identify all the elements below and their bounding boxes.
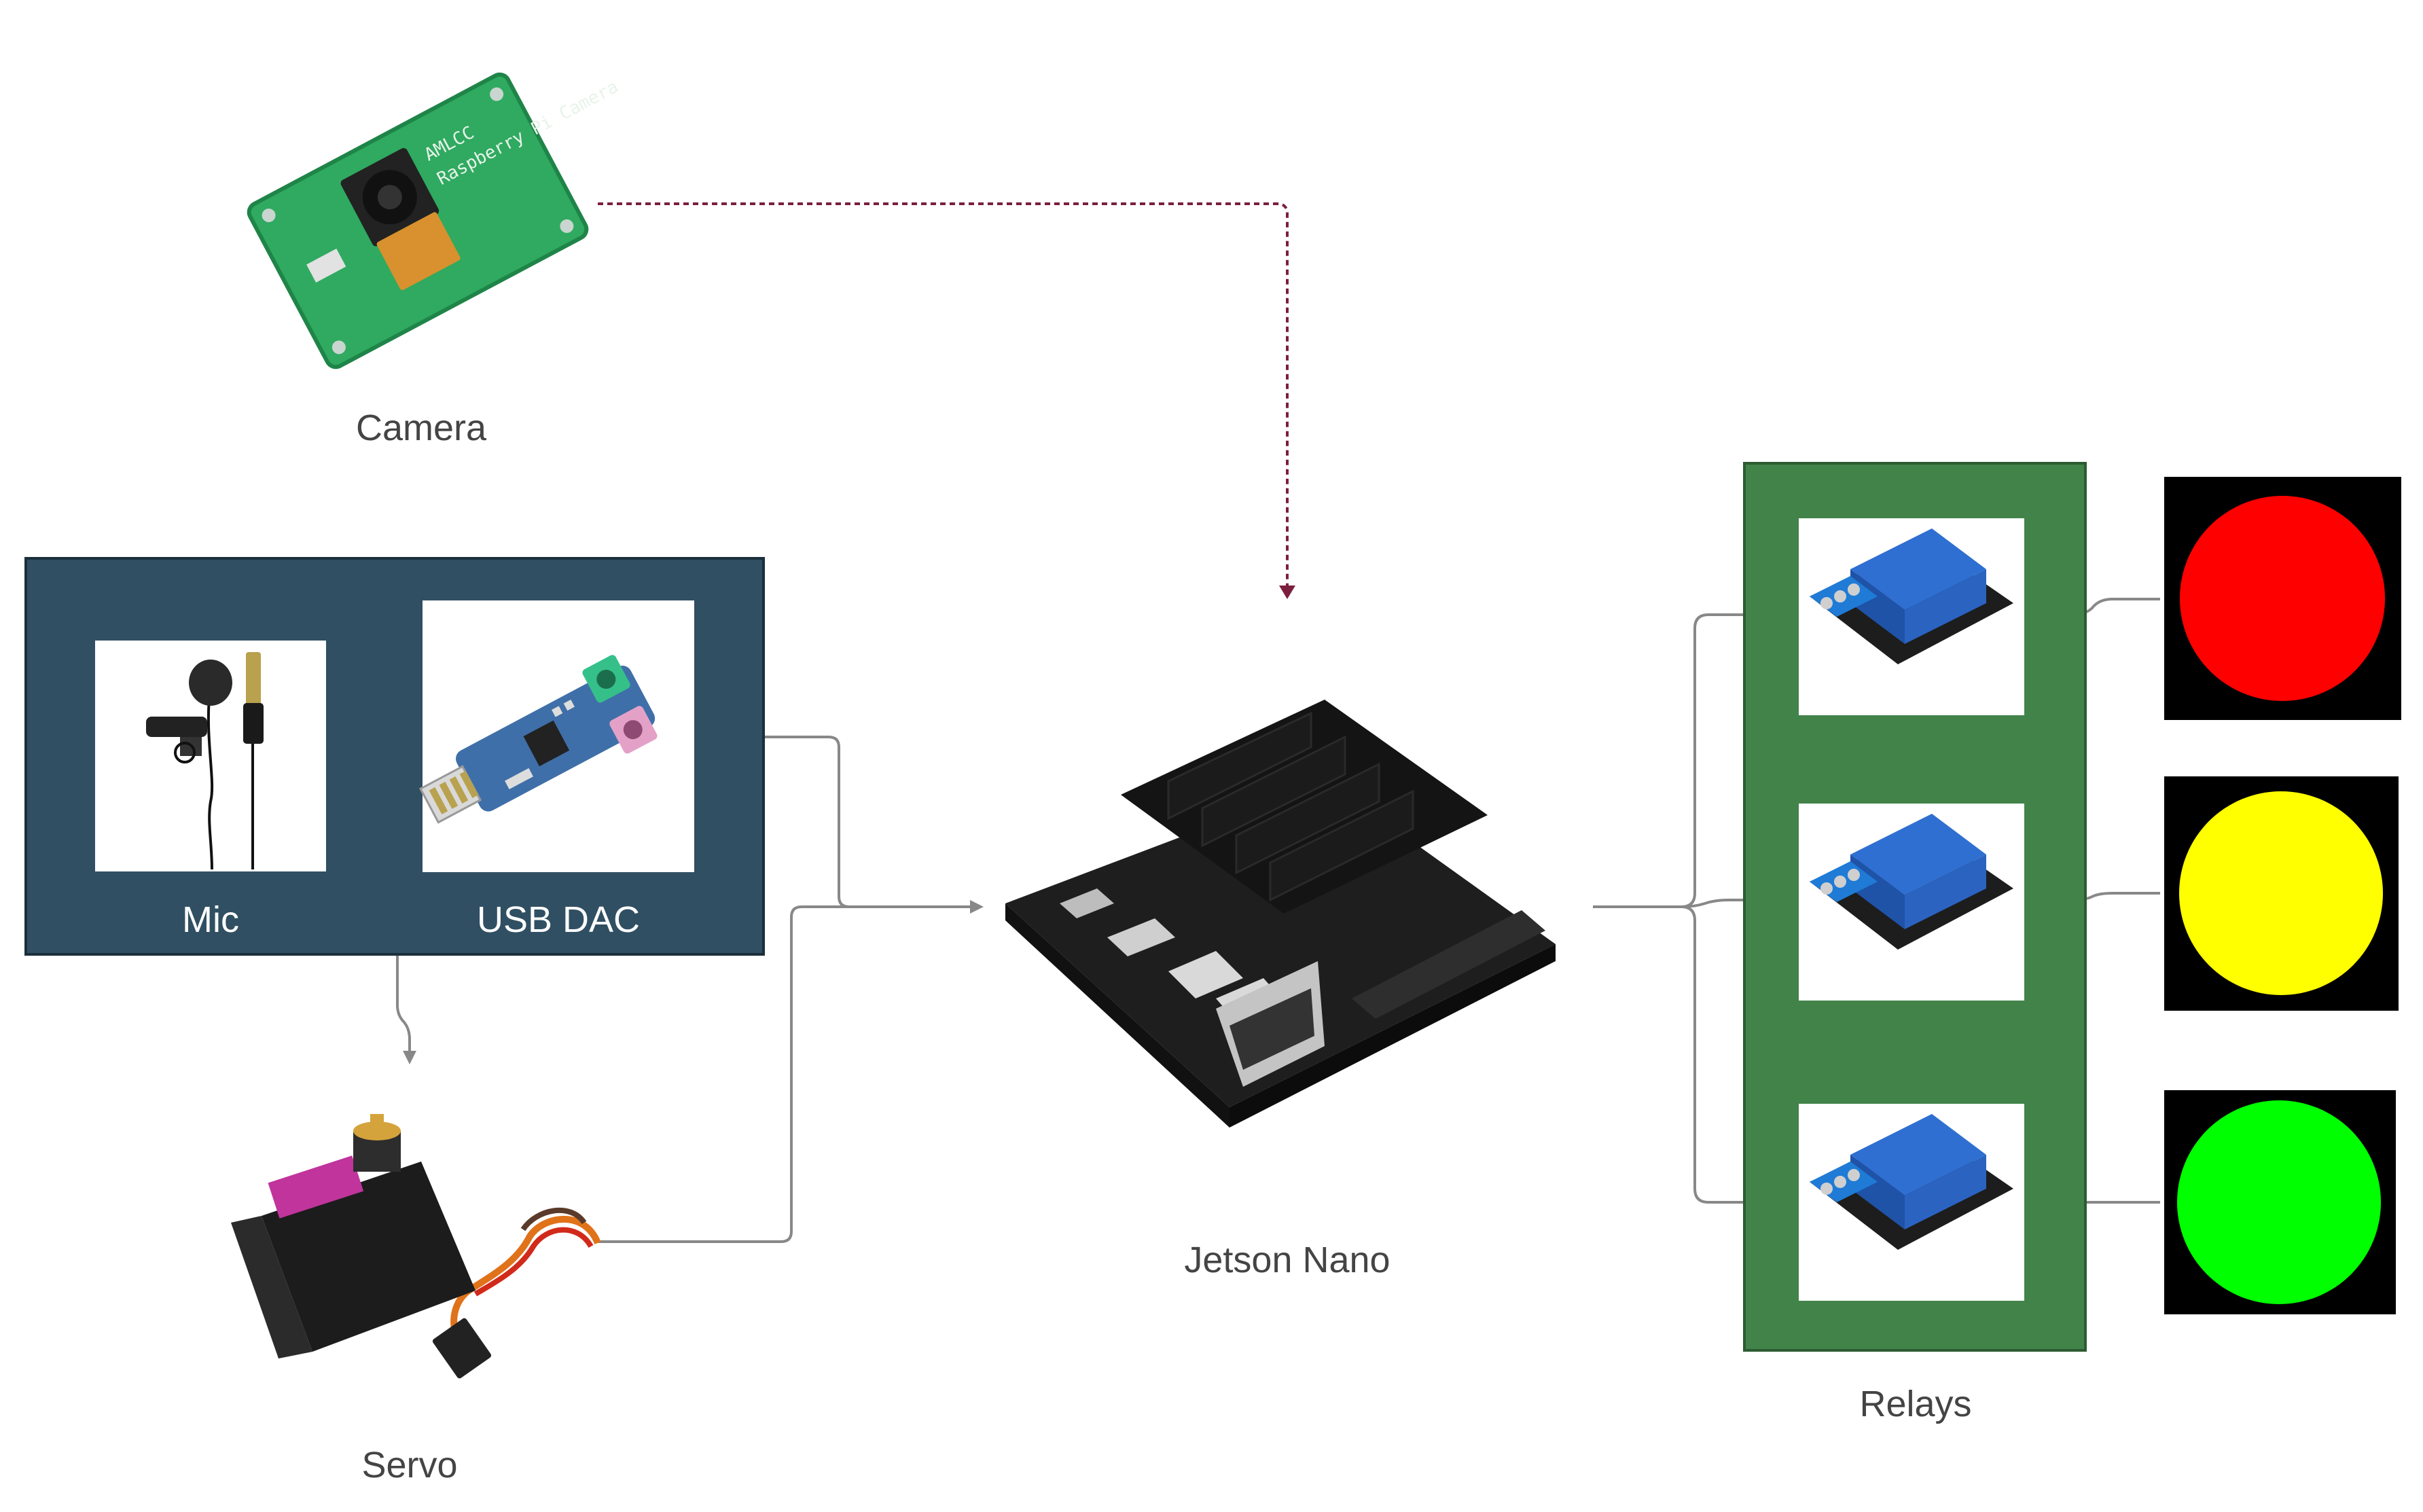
jetson-input-arrowhead bbox=[970, 900, 984, 914]
servo-node: Servo bbox=[231, 1114, 601, 1486]
indicator-lights bbox=[2164, 477, 2401, 1314]
jetson-nano-node: Jetson Nano bbox=[1005, 700, 1556, 1280]
camera-to-jetson-connector bbox=[598, 202, 1289, 594]
relays-group: Relays bbox=[1743, 462, 2087, 1424]
jetson-nano-board-image bbox=[1005, 700, 1556, 1128]
yellow-light bbox=[2164, 776, 2399, 1011]
servo-motor-image bbox=[231, 1114, 601, 1379]
relays-label: Relays bbox=[1859, 1384, 1971, 1424]
usb-dac-label: USB DAC bbox=[477, 899, 640, 940]
usb-dac-node: USB DAC bbox=[418, 600, 694, 940]
mic-label: Mic bbox=[182, 899, 239, 940]
relay-module-1 bbox=[1799, 518, 2024, 715]
servo-arrowhead bbox=[403, 1051, 416, 1064]
audio-input-group: Mic U bbox=[24, 557, 765, 956]
connectors bbox=[326, 202, 2160, 1243]
camera-module-image: AMLCC Raspberry Pi Camera bbox=[247, 72, 622, 370]
camera-label: Camera bbox=[356, 408, 487, 448]
servo-to-jetson-connector bbox=[598, 905, 978, 1243]
jetson-nano-label: Jetson Nano bbox=[1184, 1240, 1390, 1280]
red-light bbox=[2164, 477, 2401, 720]
relay-branch-bottom bbox=[1681, 905, 1797, 1204]
audio-to-servo-connector bbox=[396, 954, 411, 1056]
relay-module-3 bbox=[1799, 1104, 2024, 1301]
camera-arrowhead bbox=[1279, 586, 1295, 599]
servo-label: Servo bbox=[361, 1445, 457, 1486]
camera-node: AMLCC Raspberry Pi Camera Camera bbox=[247, 72, 622, 448]
relay-module-2 bbox=[1799, 804, 2024, 1001]
lavalier-mic-image bbox=[146, 652, 264, 870]
green-light bbox=[2164, 1090, 2396, 1314]
mic-node: Mic bbox=[95, 641, 326, 940]
relay-branch-middle bbox=[1681, 899, 1797, 908]
usb-dac-image bbox=[418, 655, 658, 824]
